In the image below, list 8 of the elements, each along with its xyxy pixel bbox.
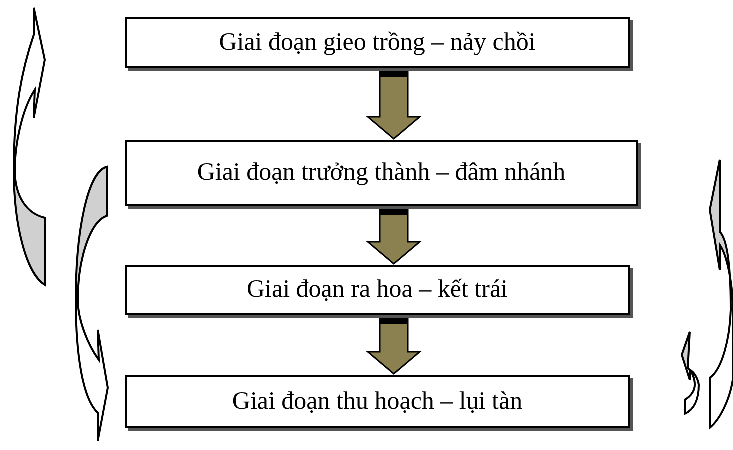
stage-label: Giai đoạn thu hoạch – lụi tàn [232, 388, 523, 416]
stage-box [125, 375, 630, 428]
stage-box [125, 17, 630, 68]
stage-box [125, 140, 638, 206]
stage-label: Giai đoạn ra hoa – kết trái [246, 276, 508, 304]
stage-label: Giai đoạn trưởng thành – đâm nhánh [197, 159, 566, 187]
stage-label: Giai đoạn gieo trồng – nảy chồi [219, 28, 536, 56]
stage-box [125, 265, 630, 315]
